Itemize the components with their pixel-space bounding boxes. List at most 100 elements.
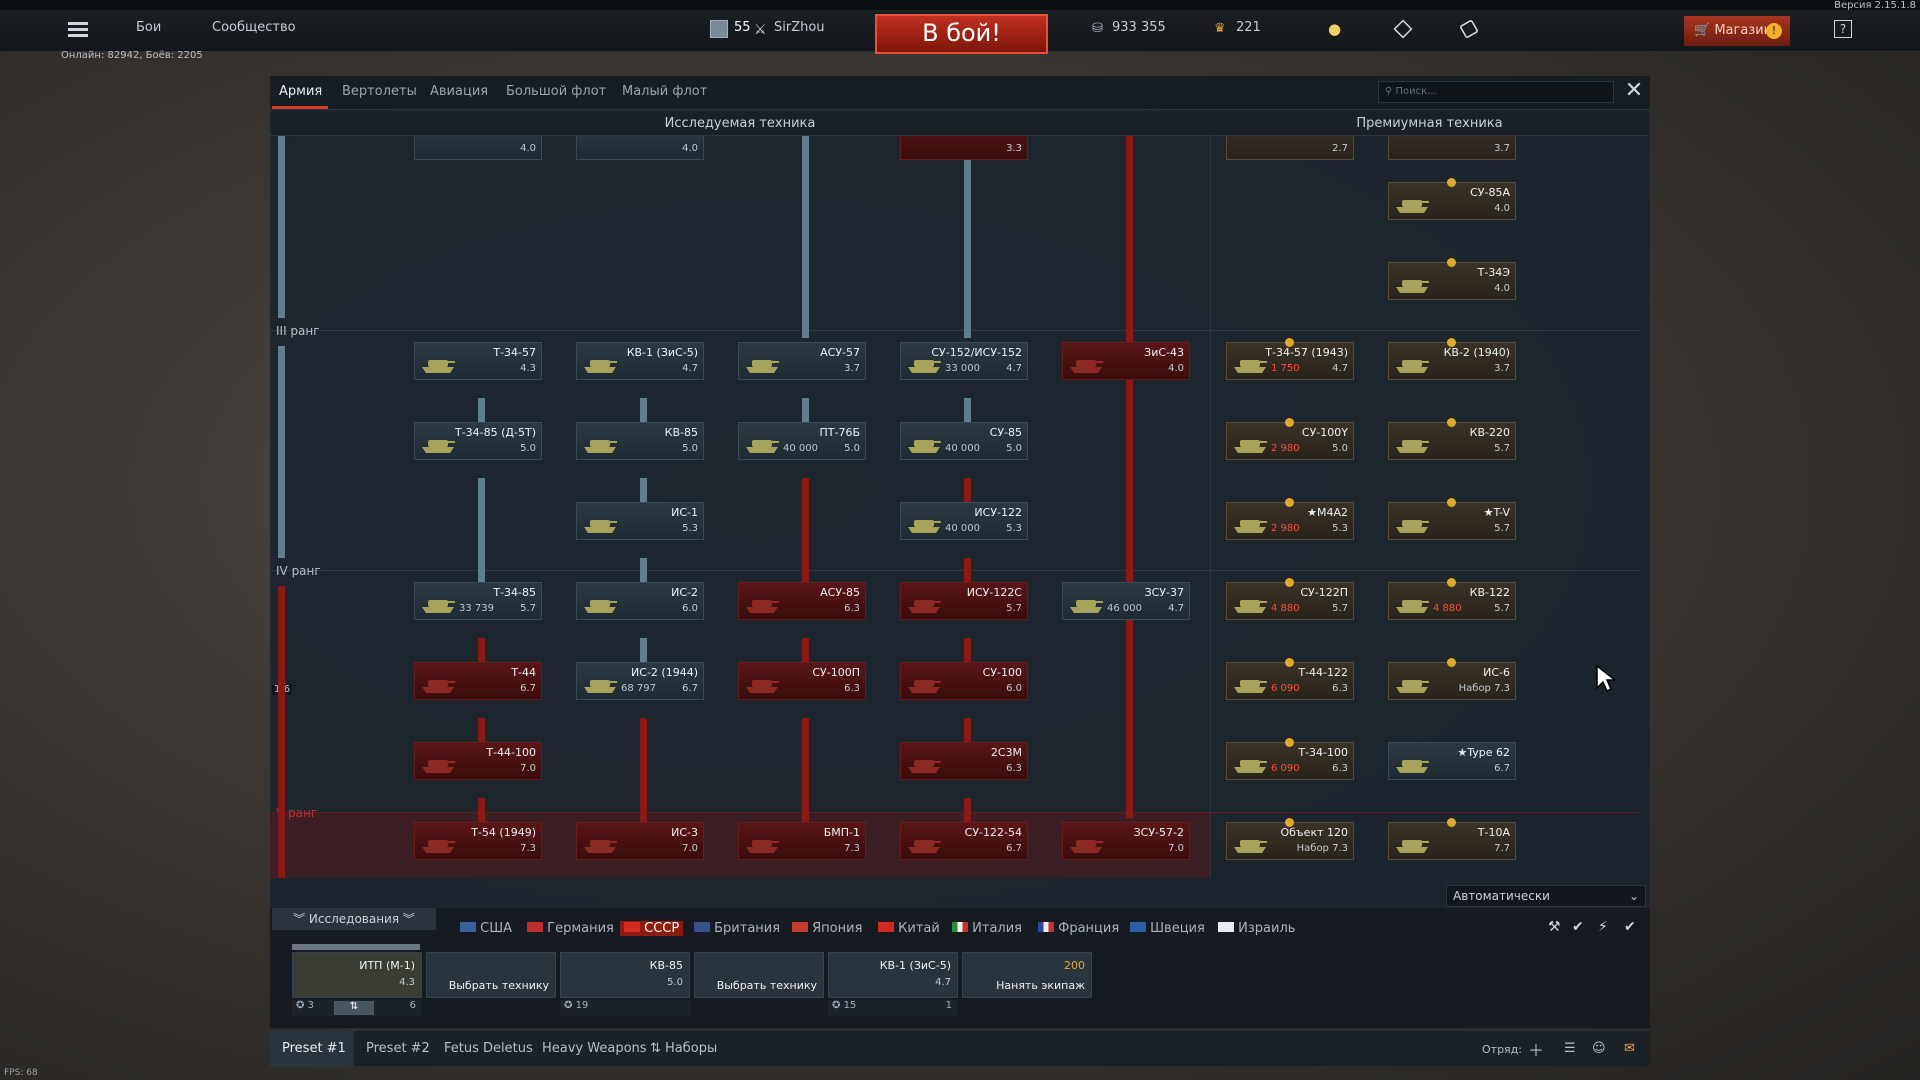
vehicle-card[interactable]: 3.7 <box>1388 136 1516 160</box>
repair-icon[interactable]: ⚡ <box>1598 919 1608 935</box>
nation-usa[interactable]: США <box>460 921 512 936</box>
hamburger-menu-icon[interactable] <box>68 22 88 38</box>
tech-tree[interactable]: III ранг IV ранг V ранг 1/6 4.0 4.0 3.3 … <box>270 136 1650 878</box>
shop-button[interactable]: 🛒 Магазин ! <box>1684 16 1790 46</box>
wrench-icon[interactable]: ⚒ <box>1548 919 1561 935</box>
check-icon[interactable]: ✔ <box>1624 919 1636 935</box>
contacts-icon[interactable]: ☺ <box>1592 1041 1606 1056</box>
vehicle-card[interactable]: КВ-2 (1940)3.7 <box>1388 338 1516 380</box>
close-icon[interactable]: ✕ <box>1624 78 1644 103</box>
nation-france[interactable]: Франция <box>1038 921 1119 936</box>
search-input[interactable]: ⚲ Поиск... <box>1378 81 1614 103</box>
nation-germany[interactable]: Германия <box>527 921 614 936</box>
avatar[interactable] <box>710 20 728 38</box>
vehicle-card[interactable]: 2.7 <box>1226 136 1354 160</box>
add-squad-icon[interactable]: ＋ <box>1528 1041 1545 1060</box>
check-icon[interactable]: ✔ <box>1572 919 1584 935</box>
username[interactable]: SirZhou <box>774 20 825 35</box>
research-toggle[interactable]: ︾ Исследования ︾ <box>272 908 436 930</box>
preset-heavy-weapons[interactable]: Heavy Weapons <box>542 1041 647 1056</box>
auto-select-dropdown[interactable]: Автоматически⌄ <box>1446 885 1646 907</box>
crew-slot-empty[interactable]: Выбрать технику <box>426 952 556 998</box>
nation-china[interactable]: Китай <box>878 921 940 936</box>
crew-slot-empty[interactable]: Выбрать технику <box>694 952 824 998</box>
crew-slot[interactable]: ИТП (М-1)4.3 <box>292 952 422 998</box>
nation-israel[interactable]: Израиль <box>1218 921 1295 936</box>
vehicle-card[interactable]: Т-34-85 (Д-5Т)5.0 <box>414 422 542 460</box>
nation-ussr[interactable]: СССР <box>620 921 684 936</box>
nation-japan[interactable]: Япония <box>792 921 862 936</box>
nation-italy[interactable]: Италия <box>952 921 1022 936</box>
tab-coastal-fleet[interactable]: Малый флот <box>622 84 708 99</box>
fight-button[interactable]: В бой! <box>875 14 1048 54</box>
preset-1[interactable]: Preset #1 <box>282 1041 346 1056</box>
vehicle-card[interactable]: 4.0 <box>576 136 704 160</box>
mail-icon[interactable]: ✉ <box>1624 1041 1635 1056</box>
preset-fetus-deletus[interactable]: Fetus Deletus <box>444 1041 533 1056</box>
tab-helicopters[interactable]: Вертолеты <box>342 84 417 99</box>
presets-kits[interactable]: ⇅ Наборы <box>650 1041 718 1056</box>
tab-aviation[interactable]: Авиация <box>430 84 489 99</box>
vehicle-card[interactable]: 4.0 <box>414 136 542 160</box>
help-icon[interactable]: ? <box>1834 20 1852 38</box>
decal-icon[interactable] <box>1393 19 1413 39</box>
community-menu[interactable]: Сообщество <box>212 20 296 35</box>
battles-menu[interactable]: Бои <box>136 20 162 35</box>
nation-sweden[interactable]: Швеция <box>1130 921 1205 936</box>
vehicle-card[interactable]: КВ-1 (ЗиС-5)4.7 <box>576 342 704 380</box>
preset-2[interactable]: Preset #2 <box>366 1041 430 1056</box>
coupon-icon[interactable] <box>1459 19 1479 39</box>
tab-army[interactable]: Армия <box>279 84 323 99</box>
crew-slot[interactable]: КВ-1 (ЗиС-5)4.7 <box>828 952 958 998</box>
vehicle-card[interactable]: 3.3 <box>900 136 1028 160</box>
tank-icon <box>1396 200 1429 213</box>
vehicle-card[interactable]: Т-54 (1949)7.3 <box>414 822 542 860</box>
lightbulb-icon[interactable]: ● <box>1328 20 1342 38</box>
list-icon[interactable]: ☰ <box>1564 1041 1576 1056</box>
nation-britain[interactable]: Британия <box>694 921 780 936</box>
tab-bluewater-fleet[interactable]: Большой флот <box>506 84 607 99</box>
swap-icon[interactable]: ⇅ <box>334 1001 374 1015</box>
